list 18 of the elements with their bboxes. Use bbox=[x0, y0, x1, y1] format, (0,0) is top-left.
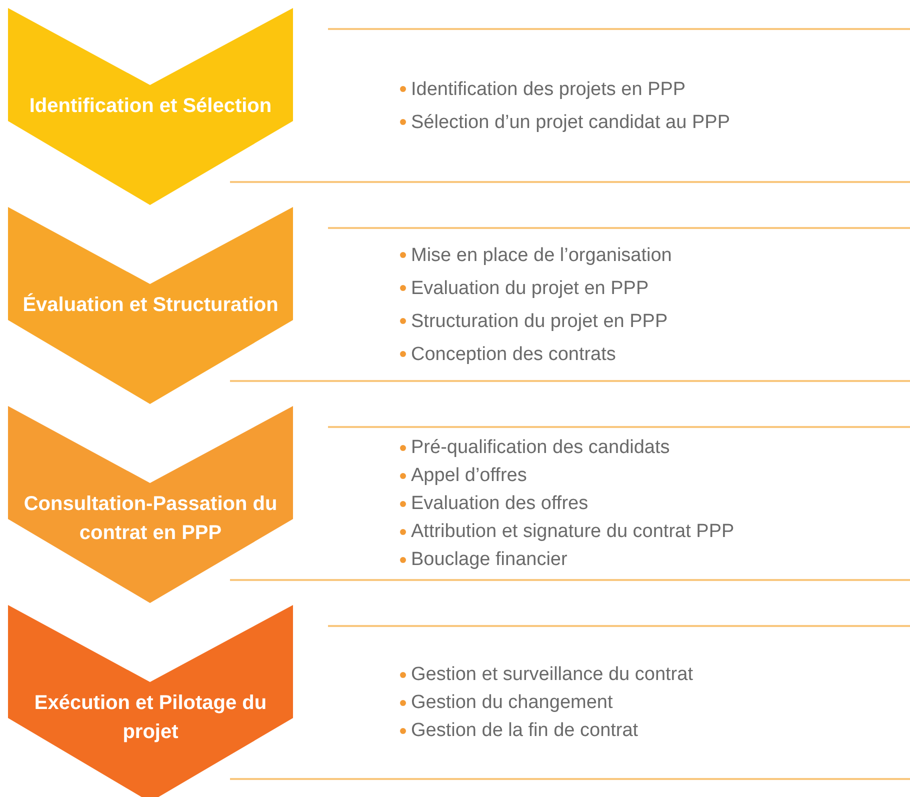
list-item: Evaluation des offres bbox=[411, 492, 588, 516]
list-item: Attribution et signature du contrat PPP bbox=[411, 520, 734, 544]
list-item: Gestion du changement bbox=[411, 690, 613, 714]
step-title: Consultation-Passation du contrat en PPP bbox=[22, 492, 278, 546]
list-item: Gestion et surveillance du contrat bbox=[411, 662, 693, 686]
step-title: Exécution et Pilotage du projet bbox=[33, 691, 268, 745]
list-item: Bouclage financier bbox=[411, 548, 568, 572]
list-item: Gestion de la fin de contrat bbox=[411, 718, 638, 742]
step-title: Identification et Sélection bbox=[28, 94, 273, 119]
list-item: Identification des projets en PPP bbox=[411, 78, 686, 102]
list-item: Pré-qualification des candidats bbox=[411, 436, 670, 460]
list-item: Structuration du projet en PPP bbox=[411, 310, 668, 334]
list-item: Evaluation du projet en PPP bbox=[411, 276, 649, 300]
step-title: Évaluation et Structuration bbox=[22, 292, 280, 318]
list-item: Sélection d’un projet candidat au PPP bbox=[411, 110, 730, 134]
list-item: Appel d’offres bbox=[411, 464, 527, 488]
list-item: Mise en place de l’organisation bbox=[411, 244, 672, 268]
list-item: Conception des contrats bbox=[411, 342, 616, 366]
